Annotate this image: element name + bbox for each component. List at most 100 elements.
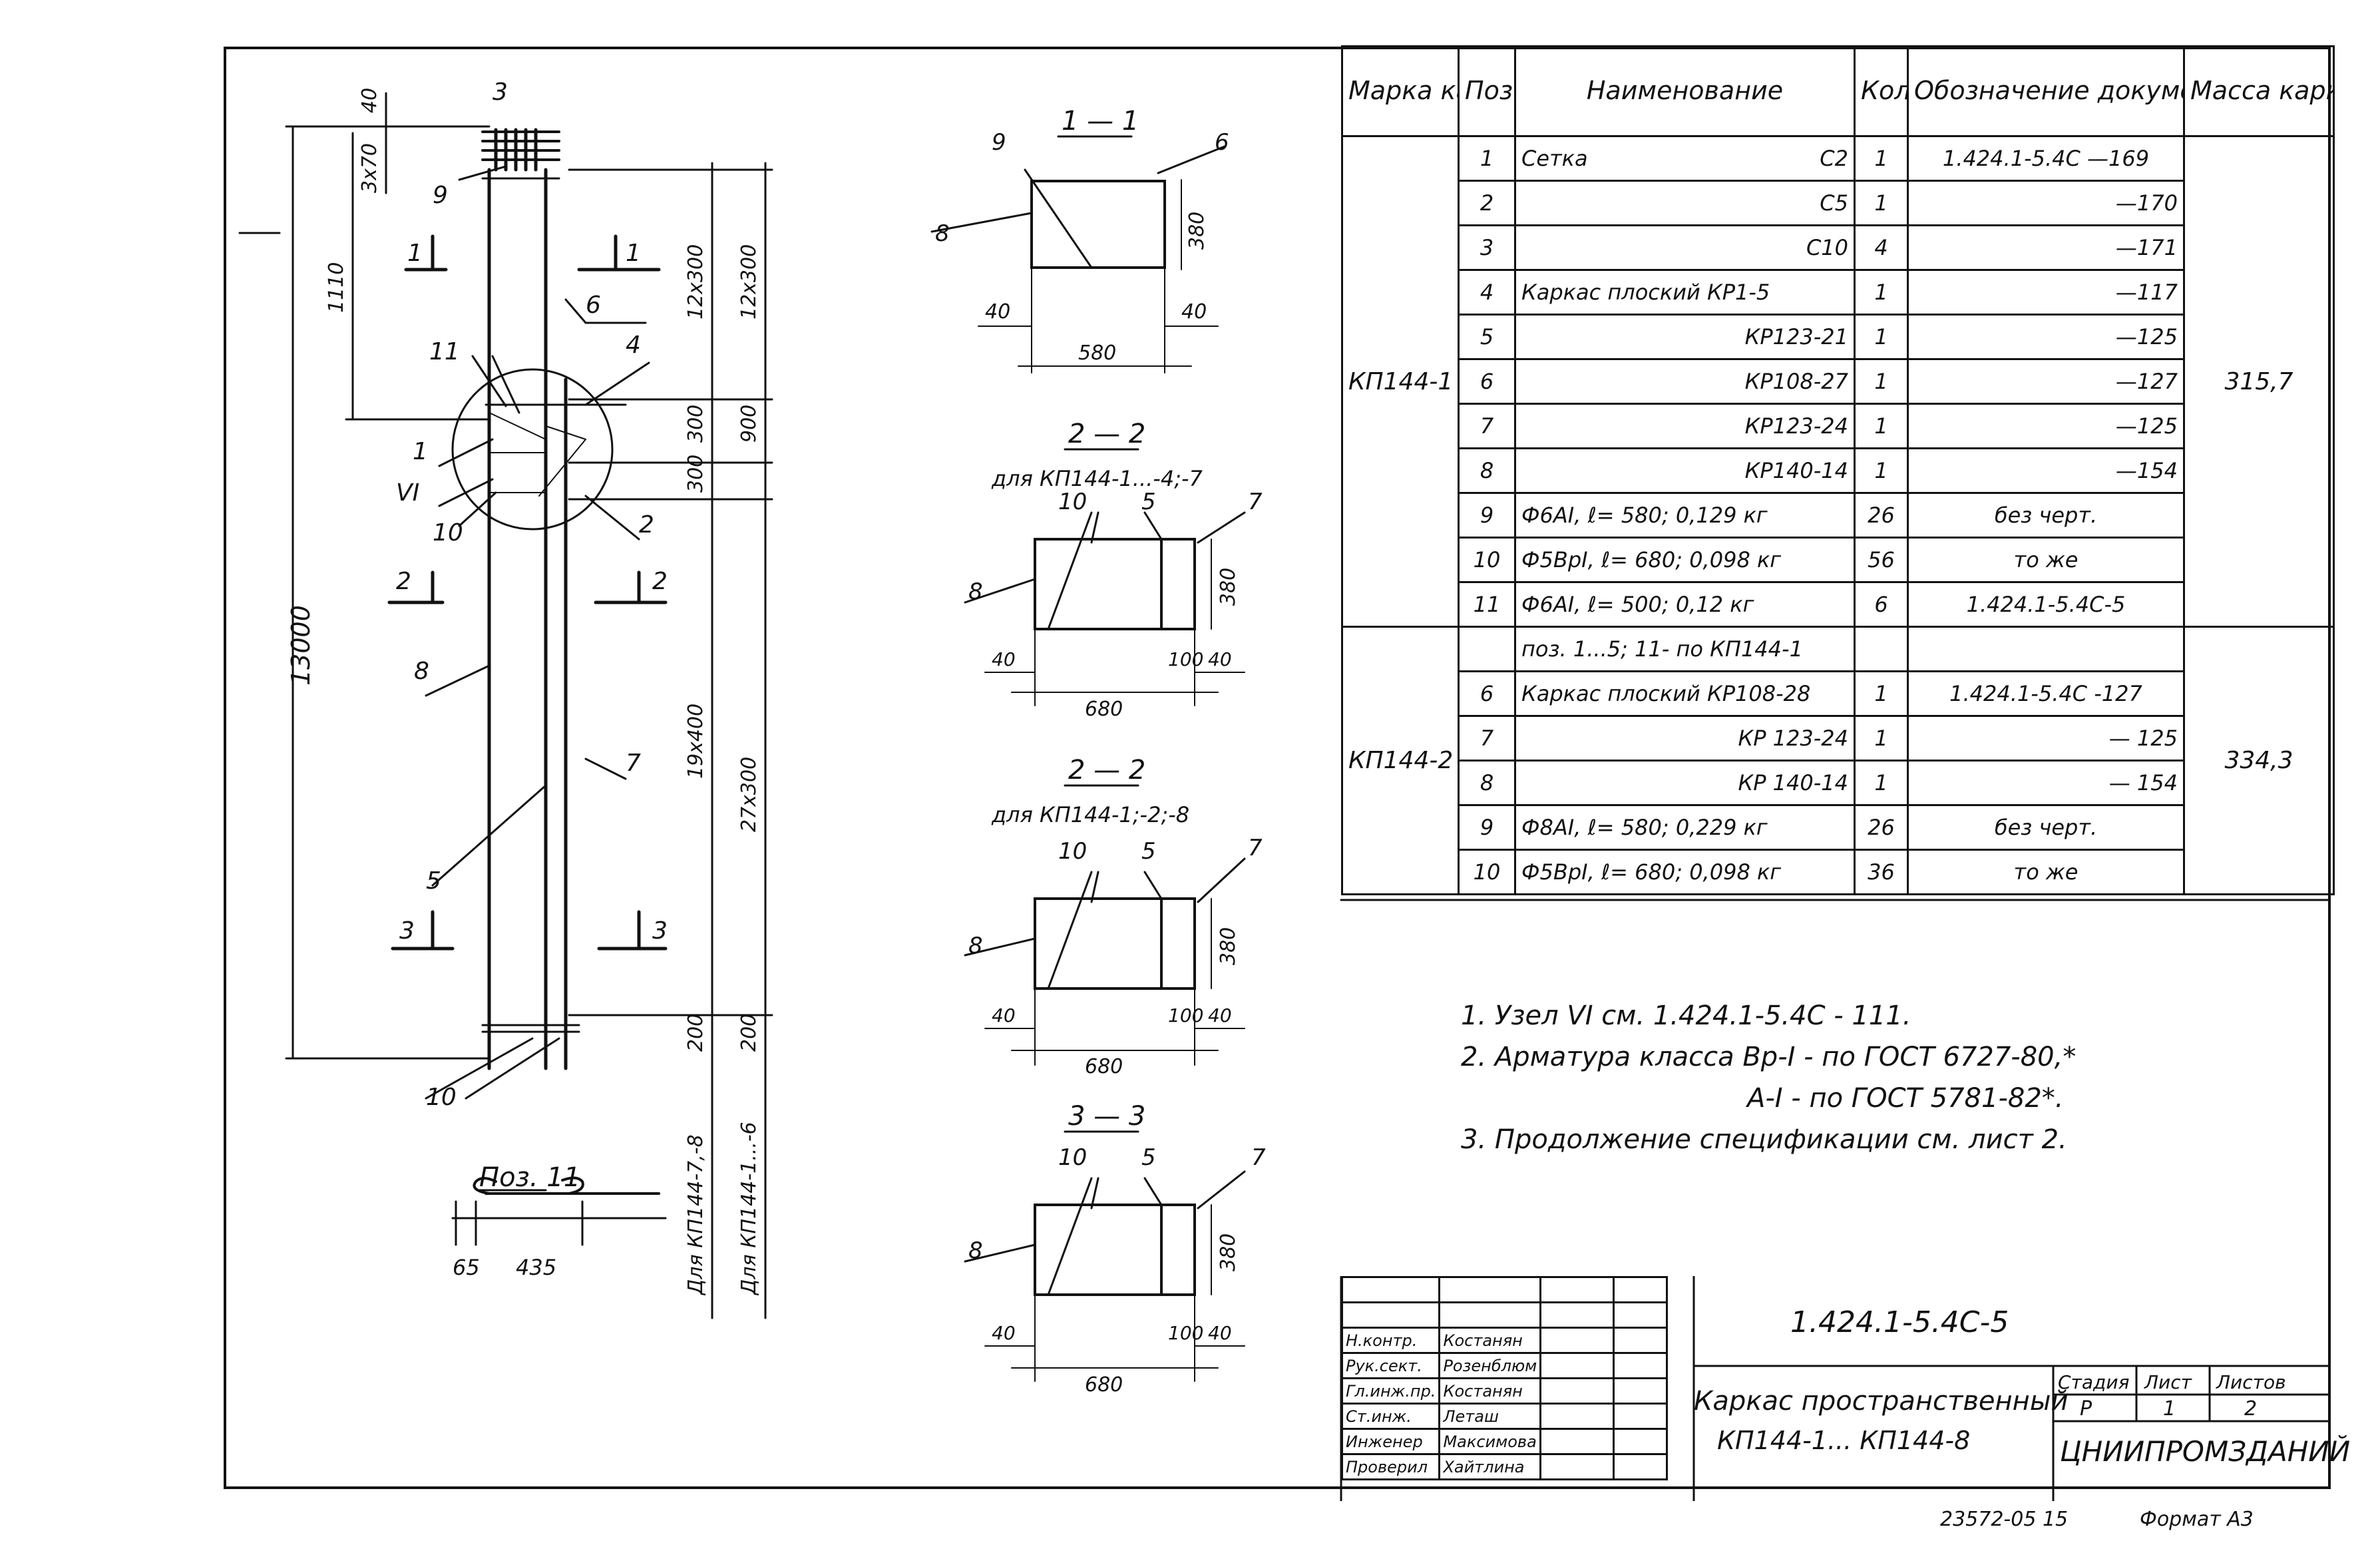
s1-dim-380: 380 — [1185, 212, 1209, 250]
s1-dim-40b: 40 — [1181, 300, 1207, 324]
spec-qty: 1 — [1854, 314, 1909, 360]
spec-header-row: Марка каркаса Поз. Наименование Кол. Обо… — [1341, 45, 2335, 137]
signature — [1539, 1377, 1615, 1405]
person-role: Рук.сект. — [1340, 1352, 1441, 1379]
titleblock-empty-row — [1340, 1276, 1669, 1303]
s2b-label-5: 5 — [1141, 838, 1156, 865]
elev-label-3a: 3 — [399, 917, 415, 945]
spec-name-main: Ф8АI, ℓ= 580; 0,229 кг — [1521, 815, 1768, 840]
elev-label-3b: 3 — [652, 917, 668, 945]
elev-label-9: 9 — [433, 182, 448, 209]
s2b-dim-100: 100 — [1168, 1004, 1203, 1026]
s2b-label-8: 8 — [968, 933, 983, 959]
stage-header: Стадия — [2058, 1371, 2130, 1393]
spec-pos: 6 — [1458, 670, 1516, 717]
spec-mark-cell: КП144-1 — [1341, 135, 1460, 628]
spec-name-main: Ф6АI, ℓ= 500; 0,12 кг — [1521, 592, 1754, 617]
titleblock-person-row: Н.контр.Костанян — [1340, 1327, 1669, 1354]
spec-pos: 9 — [1458, 804, 1516, 851]
spec-name-main: Ф6АI, ℓ= 580; 0,129 кг — [1521, 503, 1768, 528]
s2a-dim-380: 380 — [1217, 568, 1240, 606]
s3-dim-40b: 40 — [1208, 1322, 1232, 1344]
for-kp-1-6: Для КП144-1...-6 — [737, 1122, 761, 1296]
org-name: ЦНИИПРОМЗДАНИЙ — [2060, 1435, 2351, 1468]
spec-qty: 1 — [1854, 670, 1909, 717]
s2b-dim-40b: 40 — [1208, 1004, 1232, 1026]
s3-label-8: 8 — [968, 1237, 983, 1264]
elev-label-3: 3 — [493, 79, 508, 106]
spec-doc: —125 — [1907, 403, 2185, 449]
spec-pos: 11 — [1458, 581, 1516, 628]
spec-name-main: Ф5ВрI, ℓ= 680; 0,098 кг — [1521, 859, 1782, 885]
spec-pos: 4 — [1458, 269, 1516, 316]
note-3: 3. Продолжение спецификации см. лист 2. — [1461, 1124, 2067, 1155]
spec-doc: 1.424.1-5.4С —169 — [1907, 135, 2185, 182]
sheet-header: Лист — [2144, 1371, 2192, 1393]
elevation-dimensions — [285, 92, 773, 1319]
spec-doc: —171 — [1907, 224, 2185, 271]
spec-doc: 1.424.1-5.4С-5 — [1907, 581, 2185, 628]
elev-label-6: 6 — [586, 292, 601, 319]
spec-name: поз. 1...5; 11- по КП144-1 — [1514, 626, 1856, 672]
title-line2: КП144-1... КП144-8 — [1717, 1426, 1971, 1455]
s3-label-10: 10 — [1058, 1144, 1087, 1171]
s2b-label-7: 7 — [1248, 835, 1263, 861]
spec-pos: 7 — [1458, 715, 1516, 762]
spec-name: С10 — [1514, 224, 1856, 271]
column-elevation — [481, 128, 627, 1070]
spec-qty: 26 — [1854, 492, 1909, 539]
spec-qty: 56 — [1854, 537, 1909, 583]
spec-name: КР 123-24 — [1514, 715, 1856, 762]
spec-name: КР 140-14 — [1514, 760, 1856, 806]
signature — [1539, 1403, 1615, 1430]
s2a-dim-40b: 40 — [1208, 648, 1232, 670]
spec-doc: без черт. — [1907, 492, 2185, 539]
spec-pos: 5 — [1458, 314, 1516, 360]
hdr-mark: Марка каркаса — [1341, 45, 1460, 137]
spec-qty: 6 — [1854, 581, 1909, 628]
elev-label-7: 7 — [626, 750, 641, 777]
pos11-dim-b: 435 — [516, 1255, 556, 1280]
s2a-label-8: 8 — [968, 578, 983, 605]
spec-name: Ф6АI, ℓ= 500; 0,12 кг — [1514, 581, 1856, 628]
footer-format: Формат А3 — [2140, 1508, 2254, 1531]
s1-dim-40a: 40 — [985, 300, 1010, 324]
s3-label-7: 7 — [1251, 1144, 1266, 1171]
spec-qty: 1 — [1854, 180, 1909, 226]
spec-name: КР123-21 — [1514, 314, 1856, 360]
section-2-2-a — [964, 511, 1246, 706]
s3-label-5: 5 — [1141, 1144, 1156, 1171]
s2b-dim-40a: 40 — [992, 1004, 1016, 1026]
elev-label-2b: 2 — [396, 568, 411, 595]
spec-name: Каркас плоский КР108-28 — [1514, 670, 1856, 717]
sheets-value: 2 — [2244, 1397, 2258, 1421]
spec-pos: 10 — [1458, 849, 1516, 895]
spec-pos: 8 — [1458, 760, 1516, 806]
dim-200b: 200 — [737, 1014, 761, 1052]
person-name: Костанян — [1438, 1327, 1542, 1354]
spec-doc: то же — [1907, 849, 2185, 895]
footer-code: 23572-05 15 — [1940, 1508, 2068, 1531]
title-line1: Каркас пространственный — [1694, 1386, 2069, 1417]
section-1-1 — [930, 145, 1226, 373]
titleblock-person-row: Гл.инж.пр.Костанян — [1340, 1377, 1669, 1405]
pos11-detail — [451, 1176, 667, 1246]
s3-dim-40a: 40 — [992, 1322, 1016, 1344]
s2a-label-10: 10 — [1058, 489, 1087, 515]
person-name: Леташ — [1438, 1403, 1542, 1430]
spec-name: Ф5ВрI, ℓ= 680; 0,098 кг — [1514, 849, 1856, 895]
dim-12x300b: 12х300 — [737, 244, 761, 320]
spec-qty: 1 — [1854, 447, 1909, 494]
spec-pos: 10 — [1458, 537, 1516, 583]
signature — [1539, 1327, 1615, 1354]
spec-doc: 1.424.1-5.4С -127 — [1907, 670, 2185, 717]
